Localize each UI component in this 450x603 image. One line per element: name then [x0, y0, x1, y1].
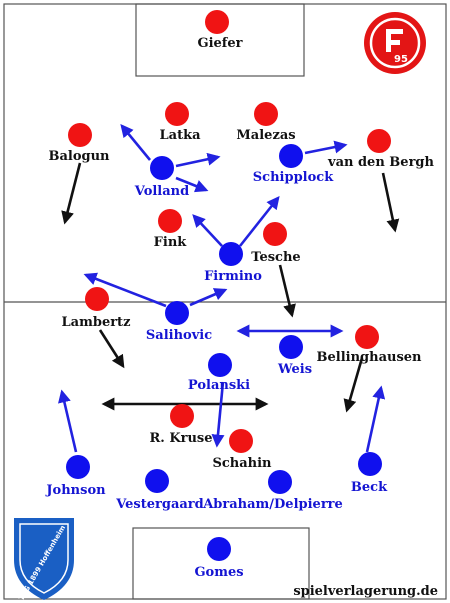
- player-label-red: Latka: [160, 128, 202, 143]
- player-marker-red: [85, 287, 109, 311]
- player-label-blue: Polanski: [188, 378, 250, 393]
- player-marker-blue: [219, 242, 243, 266]
- player-marker-blue: [208, 353, 232, 377]
- blue-team-arrows: [58, 123, 386, 453]
- blue-team-logo: TSG 1899 Hoffenheim: [14, 518, 74, 602]
- credit-watermark: spielverlagerung.de: [293, 584, 438, 599]
- player-marker-blue: [145, 469, 169, 493]
- player-marker-blue: [358, 452, 382, 476]
- logo-f-glyph: [386, 29, 403, 52]
- logo-shield: [14, 518, 74, 600]
- blue-team-players: Volland Schipplock Firmino Salihovic Wei…: [45, 144, 388, 580]
- player-label-red: R. Kruse: [149, 431, 212, 446]
- player-marker-red: [205, 10, 229, 34]
- top-penalty-box: [135, 3, 305, 77]
- arrow-lambertz: [98, 329, 125, 369]
- player-marker-blue: [279, 335, 303, 359]
- red-team-players: Giefer Latka Malezas Balogun van den Ber…: [48, 10, 435, 471]
- arrow-volland-right: [175, 152, 221, 168]
- player-label-red: Malezas: [236, 128, 295, 143]
- arrow-salihovic-right: [189, 288, 228, 307]
- pitch-markings: [3, 3, 447, 600]
- player-marker-red: [263, 222, 287, 246]
- arrow-bellinghausen: [343, 357, 364, 413]
- player-label-red: Balogun: [48, 149, 110, 164]
- bottom-penalty-box: [132, 527, 310, 600]
- player-marker-red: [165, 102, 189, 126]
- player-marker-blue: [207, 537, 231, 561]
- player-label-red: Schahin: [212, 456, 272, 471]
- arrow-schipplock: [304, 140, 348, 155]
- arrow-salihovic-left: [83, 272, 167, 308]
- arrow-firmino-left: [192, 214, 223, 247]
- arrow-firmino-right: [238, 195, 280, 247]
- player-marker-red: [355, 325, 379, 349]
- arrow-polanski: [211, 381, 225, 448]
- arrow-beck: [365, 385, 386, 453]
- player-label-red: Bellinghausen: [317, 350, 423, 365]
- player-label-blue: Firmino: [204, 269, 262, 284]
- player-label-red: Fink: [154, 235, 188, 250]
- player-label-blue: Johnson: [45, 483, 106, 498]
- player-marker-red: [229, 429, 253, 453]
- player-label-red: Giefer: [197, 36, 242, 51]
- red-team-logo: 95: [364, 12, 426, 74]
- player-label-blue: Vestergaard: [115, 497, 203, 512]
- player-label-blue: Schipplock: [253, 170, 334, 185]
- arrow-tesche: [278, 264, 296, 318]
- arrow-vdbergh: [381, 172, 400, 233]
- arrow-balogun: [61, 162, 82, 225]
- player-label-red: Lambertz: [62, 315, 131, 330]
- player-label-red: van den Bergh: [327, 155, 434, 170]
- player-label-blue: Volland: [134, 184, 189, 199]
- player-marker-red: [68, 123, 92, 147]
- logo-shield-inner: [19, 523, 69, 594]
- player-label-blue: Weis: [277, 362, 312, 377]
- player-label-blue: Gomes: [194, 565, 243, 580]
- red-team-arrows: [61, 162, 400, 413]
- arrow-volland-left: [120, 123, 152, 161]
- logo-number: 95: [394, 54, 408, 65]
- player-label-blue: Abraham/Delpierre: [202, 497, 343, 512]
- player-marker-red: [158, 209, 182, 233]
- player-marker-blue: [279, 144, 303, 168]
- player-marker-red: [254, 102, 278, 126]
- player-marker-blue: [66, 455, 90, 479]
- player-marker-blue: [268, 470, 292, 494]
- player-marker-red: [367, 129, 391, 153]
- logo-inner-ring: [369, 17, 421, 69]
- player-label-red: Tesche: [251, 250, 300, 265]
- player-label-blue: Salihovic: [146, 328, 212, 343]
- player-marker-blue: [150, 156, 174, 180]
- player-marker-blue: [165, 301, 189, 325]
- player-label-blue: Beck: [351, 480, 388, 495]
- arrow-volland-down: [175, 176, 209, 193]
- arrow-johnson: [58, 389, 78, 453]
- player-marker-red: [170, 404, 194, 428]
